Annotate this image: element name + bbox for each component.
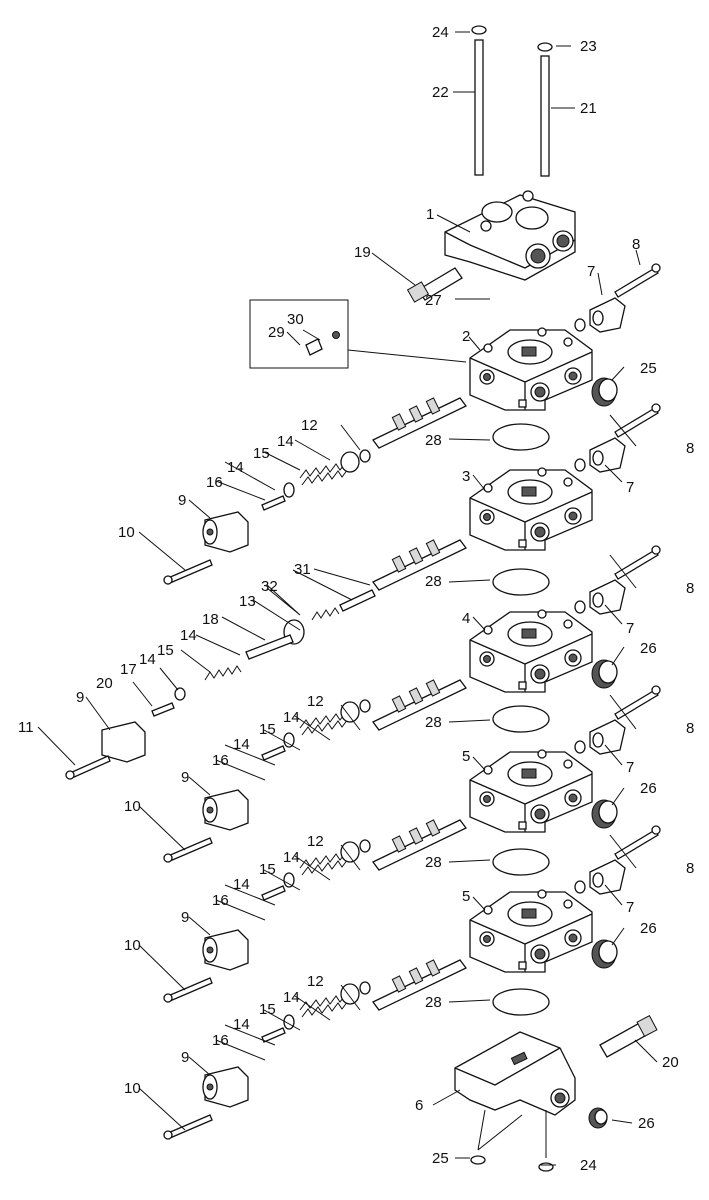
label-19: 20 <box>96 675 113 692</box>
tie-rods <box>470 25 554 1172</box>
label-14: 14 <box>277 433 294 450</box>
label-26: 26 <box>640 920 657 937</box>
label-26: 26 <box>640 640 657 657</box>
label-27: 26 <box>638 1115 655 1132</box>
label-22: 21 <box>580 100 597 117</box>
label-30: 30 <box>287 311 304 328</box>
label-13: 13 <box>239 593 256 610</box>
label-15: 15 <box>259 721 276 738</box>
label-25: 25 <box>432 1150 449 1167</box>
label-8: 8 <box>686 720 694 737</box>
label-12: 12 <box>307 833 324 850</box>
label-26: 26 <box>640 780 657 797</box>
label-16: 16 <box>206 474 223 491</box>
label-20: 19 <box>354 244 371 261</box>
label-16: 16 <box>212 752 229 769</box>
label-5: 5 <box>462 748 470 765</box>
leader-lines <box>37 31 658 1166</box>
label-14: 14 <box>283 709 300 726</box>
label-18: 17 <box>120 661 137 678</box>
label-15: 15 <box>253 445 270 462</box>
label-32: 32 <box>261 578 278 595</box>
label-7: 7 <box>626 479 634 496</box>
label-9: 9 <box>76 689 84 706</box>
label-4: 4 <box>462 610 470 627</box>
label-17: 18 <box>202 611 219 628</box>
label-14: 14 <box>233 736 250 753</box>
label-8: 8 <box>632 236 640 253</box>
label-7: 7 <box>626 759 634 776</box>
label-15: 15 <box>259 1001 276 1018</box>
label-7: 7 <box>587 263 595 280</box>
label-10: 10 <box>118 524 135 541</box>
label-11: 11 <box>18 719 34 736</box>
label-12: 12 <box>307 973 324 990</box>
label-10: 10 <box>124 798 141 815</box>
label-10: 10 <box>124 1080 141 1097</box>
label-9: 9 <box>178 492 186 509</box>
label-28: 28 <box>425 432 442 449</box>
label-14: 14 <box>233 876 250 893</box>
label-8: 8 <box>686 580 694 597</box>
section-4-spool-assembly <box>65 589 376 780</box>
label-14: 14 <box>283 849 300 866</box>
outlet-cover <box>454 1014 658 1129</box>
label-9: 9 <box>181 909 189 926</box>
label-26: 25 <box>640 360 657 377</box>
part-labels: 24 23 22 21 1 19 8 7 27 30 29 2 25 12 14… <box>18 24 694 1174</box>
section-2 <box>469 263 661 411</box>
label-24: 23 <box>580 38 597 55</box>
label-29: 29 <box>268 324 285 341</box>
label-6: 6 <box>415 1097 423 1114</box>
label-3: 3 <box>462 468 470 485</box>
label-28: 28 <box>425 994 442 1011</box>
label-12: 12 <box>301 417 318 434</box>
label-14: 14 <box>180 627 197 644</box>
label-15: 15 <box>259 861 276 878</box>
label-14: 14 <box>227 459 244 476</box>
label-8: 8 <box>686 860 694 877</box>
label-28: 28 <box>425 714 442 731</box>
label-9: 9 <box>181 1049 189 1066</box>
label-16: 16 <box>212 1032 229 1049</box>
label-28: 28 <box>425 573 442 590</box>
label-14: 14 <box>283 989 300 1006</box>
label-7: 7 <box>626 899 634 916</box>
label-28: 27 <box>425 292 442 309</box>
label-15: 15 <box>157 642 174 659</box>
label-10: 10 <box>124 937 141 954</box>
inlet-cover <box>406 190 576 303</box>
label-28: 28 <box>425 854 442 871</box>
label-1: 1 <box>426 206 434 223</box>
label-31: 31 <box>294 561 311 578</box>
label-12: 12 <box>307 693 324 710</box>
label-16: 16 <box>212 892 229 909</box>
label-2: 2 <box>462 328 470 345</box>
inset-detail-box <box>249 299 467 369</box>
section-4 <box>372 539 661 693</box>
label-14: 14 <box>139 651 156 668</box>
label-8: 8 <box>686 440 694 457</box>
label-25: 24 <box>432 24 449 41</box>
label-21: 20 <box>662 1054 679 1071</box>
label-23: 22 <box>432 84 449 101</box>
label-9: 9 <box>181 769 189 786</box>
label-5: 5 <box>462 888 470 905</box>
label-14: 14 <box>233 1016 250 1033</box>
label-7: 7 <box>626 620 634 637</box>
label-24: 24 <box>580 1157 597 1174</box>
